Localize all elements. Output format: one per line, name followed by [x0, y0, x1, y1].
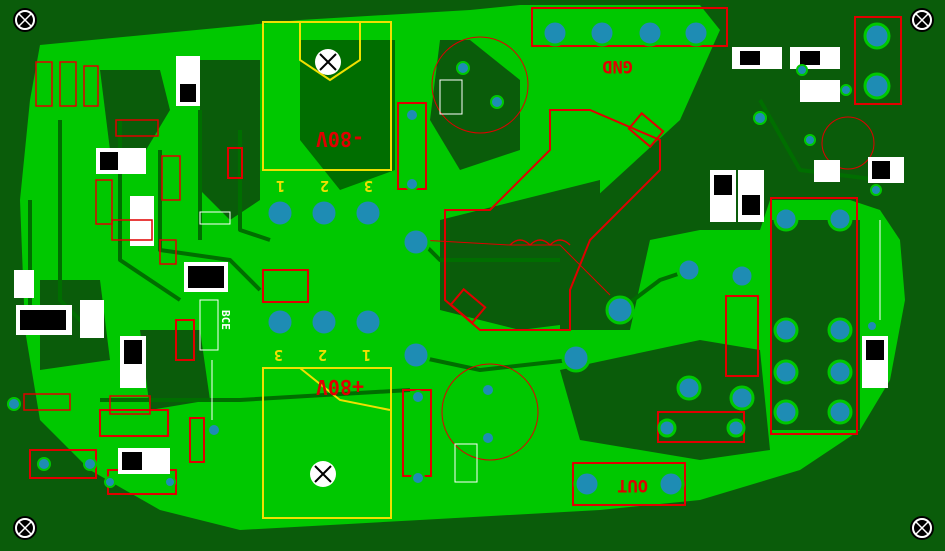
smd-components: [14, 47, 904, 474]
mounting-holes-heatsink: [310, 49, 341, 487]
bridge-outline: [770, 197, 858, 435]
silk-labels: GND OUT -80V +80V 1 2 3 3 2 1 BCE: [219, 56, 648, 495]
pad-q1-3: [353, 198, 383, 228]
mount-hole-bl: [13, 516, 37, 540]
pad-q2-2: [309, 307, 339, 337]
label-pin1-top: 1: [276, 177, 285, 195]
pad-gnd-3: [636, 19, 664, 47]
through-hole-pads: [265, 19, 891, 498]
pad-q2-1: [265, 307, 295, 337]
heatsink-top: [262, 21, 392, 171]
white-footprints: [199, 79, 881, 483]
label-pin2-top: 2: [320, 177, 329, 195]
pad-gnd-4: [682, 19, 710, 47]
mount-hole-tr: [910, 8, 934, 32]
pad-right-1: [863, 22, 891, 50]
label-pin3-top: 3: [364, 177, 373, 195]
label-pin1-bot: 1: [362, 346, 371, 364]
heatsink-bottom: [262, 367, 392, 519]
gnd-connector-outline: [531, 7, 728, 47]
pad-q1-2: [309, 198, 339, 228]
resistor-outlines: [23, 61, 181, 415]
pad-q1-1: [265, 198, 295, 228]
mount-hole-br: [910, 516, 934, 540]
pad-out-1: [573, 470, 601, 498]
heatsink-outlines: [262, 21, 392, 519]
label-pin3-bot: 3: [274, 346, 283, 364]
pad-q2-3: [353, 307, 383, 337]
pad-right-2: [863, 72, 891, 100]
pad-gnd-2: [588, 19, 616, 47]
label-gnd: GND: [602, 56, 633, 76]
corner-mounting-holes: [13, 8, 934, 540]
label-bce: BCE: [219, 310, 232, 330]
label-pin2-bot: 2: [318, 346, 327, 364]
mount-hole-tl: [13, 8, 37, 32]
electrolytic-caps: [431, 36, 875, 461]
out-connector-outline: [572, 462, 686, 506]
inductor-outline: [444, 109, 661, 331]
pad-gnd-1: [541, 19, 569, 47]
small-vias: [7, 61, 882, 488]
right-connector-outline: [854, 16, 902, 105]
label-vplus: +80V: [316, 375, 364, 399]
pad-out-2: [657, 470, 685, 498]
label-out: OUT: [617, 475, 648, 495]
label-vminus: -80V: [316, 127, 364, 151]
